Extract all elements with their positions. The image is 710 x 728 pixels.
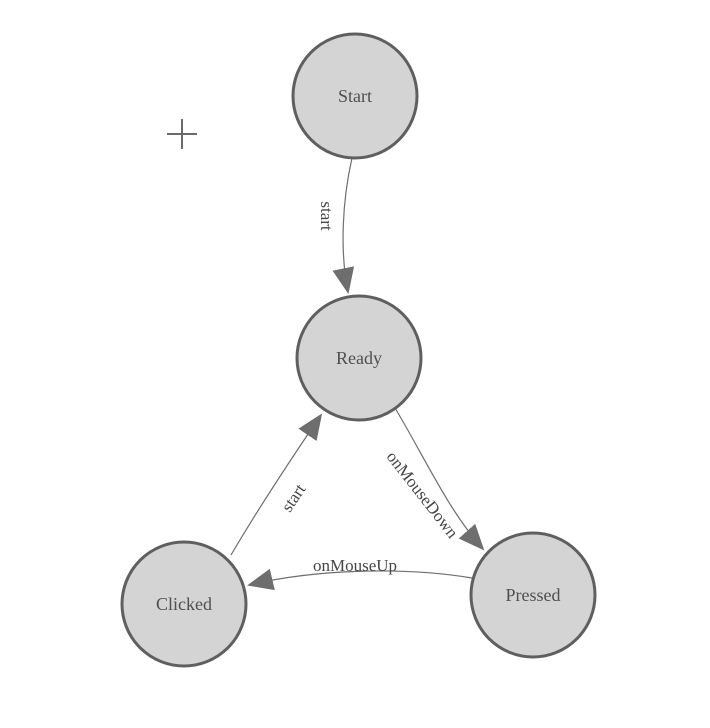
edge-ready-to-pressed[interactable]: onMouseDown <box>383 407 485 551</box>
edge-line <box>332 157 355 294</box>
state-label: Ready <box>336 348 382 368</box>
state-label: Clicked <box>156 594 212 614</box>
edge-line <box>394 407 485 551</box>
edge-start-to-ready[interactable]: start <box>317 157 355 294</box>
state-circle <box>469 531 597 659</box>
node-ready[interactable]: Ready <box>295 294 423 422</box>
state-circle <box>120 540 248 668</box>
edge-label: onMouseUp <box>313 556 397 575</box>
node-start[interactable]: Start <box>291 32 419 160</box>
edge-pressed-to-clicked[interactable]: onMouseUp <box>247 556 473 591</box>
node-pressed[interactable]: Pressed <box>469 531 597 659</box>
state-label: Pressed <box>506 585 561 605</box>
node-clicked[interactable]: Clicked <box>120 540 248 668</box>
edge-clicked-to-ready[interactable]: start <box>230 413 323 556</box>
edge-label: start <box>317 201 336 231</box>
state-circle <box>295 294 423 422</box>
edge-line <box>247 568 473 591</box>
edge-label: start <box>277 480 309 515</box>
state-label: Start <box>338 86 372 106</box>
edge-line <box>230 413 323 556</box>
edge-label: onMouseDown <box>383 447 463 542</box>
state-circle <box>291 32 419 160</box>
crosshair-cursor-icon <box>167 119 197 149</box>
